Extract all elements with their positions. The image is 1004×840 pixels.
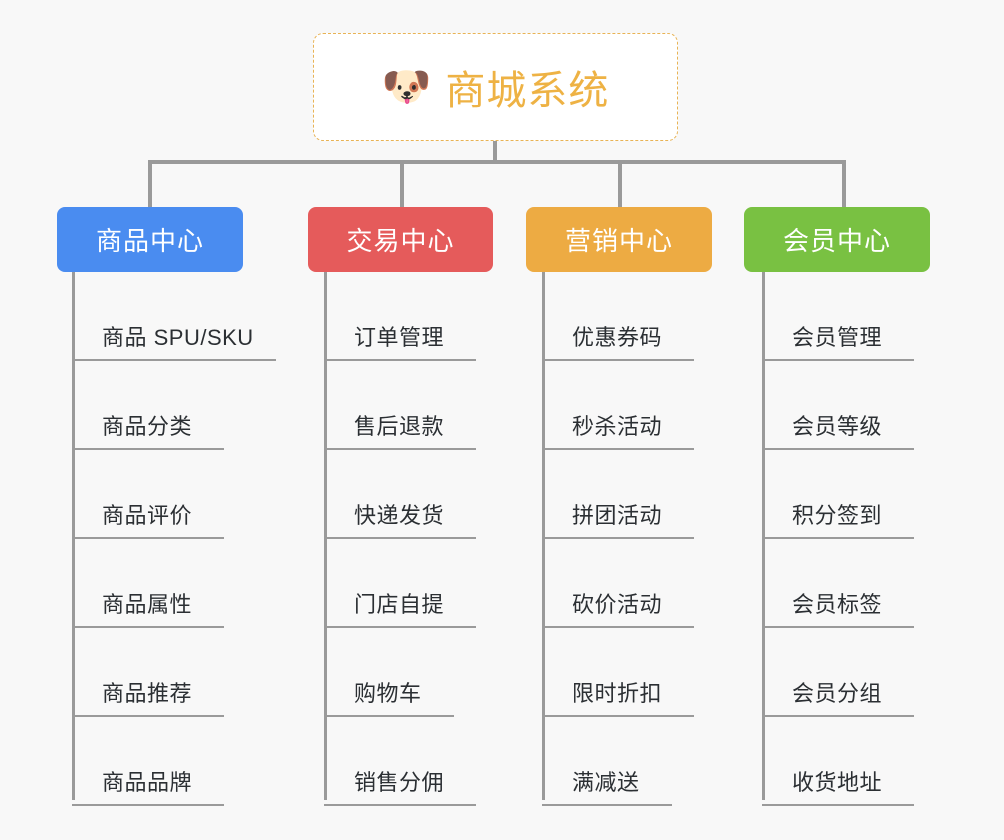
leaf-label: 会员等级 <box>792 414 883 439</box>
leaf-label: 销售分佣 <box>354 770 445 795</box>
leaf-underline <box>324 359 476 361</box>
leaf-underline <box>324 448 476 450</box>
connector-drop-1 <box>400 160 404 208</box>
root-node[interactable]: 🐶 商城系统 <box>313 33 678 141</box>
root-node-label: 商城系统 <box>445 69 610 113</box>
connector-drop-3 <box>842 160 846 208</box>
leaf-underline <box>72 715 224 717</box>
leaf-label: 商品品牌 <box>102 770 193 795</box>
branch-spine <box>762 272 765 800</box>
leaf-label: 商品属性 <box>102 592 193 617</box>
leaf-underline <box>542 626 694 628</box>
leaf-label: 会员标签 <box>792 592 883 617</box>
connector-drop-0 <box>148 160 152 208</box>
category-label: 会员中心 <box>782 226 891 256</box>
leaf-label: 售后退款 <box>354 414 445 439</box>
leaf-label: 商品评价 <box>102 503 193 528</box>
leaf-underline <box>72 537 224 539</box>
leaf-label: 会员管理 <box>792 325 883 350</box>
leaf-label: 砍价活动 <box>572 592 663 617</box>
leaf-label: 积分签到 <box>792 503 883 528</box>
leaf-underline <box>72 804 224 806</box>
category-box-0[interactable]: 商品中心 <box>57 207 243 272</box>
branch-spine <box>324 272 327 800</box>
leaf-label: 商品分类 <box>102 414 193 439</box>
leaf-underline <box>72 359 276 361</box>
leaf-underline <box>762 359 914 361</box>
leaf-label: 商品推荐 <box>102 681 193 706</box>
category-box-2[interactable]: 营销中心 <box>526 207 712 272</box>
leaf-underline <box>324 715 454 717</box>
category-box-1[interactable]: 交易中心 <box>308 207 493 272</box>
leaf-underline <box>542 715 694 717</box>
category-label: 营销中心 <box>564 226 673 256</box>
leaf-underline <box>72 448 224 450</box>
leaf-underline <box>324 804 476 806</box>
category-label: 交易中心 <box>346 226 455 256</box>
leaf-underline <box>542 448 694 450</box>
leaf-underline <box>762 626 914 628</box>
category-label: 商品中心 <box>95 226 204 256</box>
leaf-label: 收货地址 <box>792 770 883 795</box>
connector-root-stem <box>493 141 497 163</box>
leaf-label: 购物车 <box>354 681 422 706</box>
leaf-underline <box>542 359 694 361</box>
leaf-label: 订单管理 <box>354 325 445 350</box>
leaf-label: 优惠券码 <box>572 325 663 350</box>
leaf-underline <box>542 804 672 806</box>
leaf-label: 会员分组 <box>792 681 883 706</box>
connector-drop-2 <box>618 160 622 208</box>
leaf-label: 满减送 <box>572 770 640 795</box>
leaf-underline <box>324 537 476 539</box>
leaf-underline <box>762 804 914 806</box>
leaf-underline <box>762 715 914 717</box>
connector-horizontal-bar <box>148 160 844 164</box>
leaf-underline <box>324 626 476 628</box>
leaf-underline <box>542 537 694 539</box>
category-box-3[interactable]: 会员中心 <box>744 207 930 272</box>
leaf-label: 商品 SPU/SKU <box>102 325 254 350</box>
branch-spine <box>72 272 75 800</box>
leaf-label: 门店自提 <box>354 592 445 617</box>
leaf-underline <box>762 448 914 450</box>
leaf-label: 快递发货 <box>354 503 445 528</box>
leaf-label: 拼团活动 <box>572 503 663 528</box>
leaf-label: 秒杀活动 <box>572 414 663 439</box>
shiba-dog-face-icon: 🐶 <box>381 65 432 109</box>
leaf-label: 限时折扣 <box>572 681 663 706</box>
branch-spine <box>542 272 545 800</box>
leaf-underline <box>762 537 914 539</box>
leaf-underline <box>72 626 224 628</box>
